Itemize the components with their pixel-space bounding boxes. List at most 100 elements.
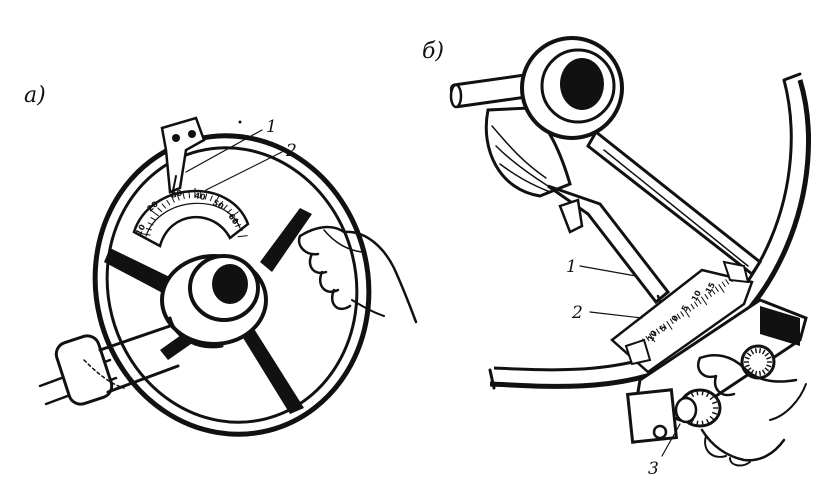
scale-a-tick [232,218,239,223]
scale-b-tick [711,288,716,295]
scale-a-num-30: 30 [170,188,184,200]
knurl-line [754,370,758,376]
scale-a-tick [237,235,248,238]
scale-b-tick [666,321,673,330]
scale-a-tick [204,193,208,200]
knurl-line [709,395,715,401]
knurl-line [711,411,718,415]
scale-a-tick [140,233,151,236]
panel-b-callout-3: 3 [648,459,659,479]
knurl-line [764,352,770,357]
scale-b-tick [725,279,730,285]
knurl-line [750,349,755,355]
adjuster-block [625,298,808,444]
scale-b-tick [645,335,650,342]
scale-b-num-2: 5 [680,303,691,313]
knurl-line [764,367,770,372]
scale-a-tick [157,207,163,213]
scale-b-tick [721,281,726,288]
panel-a: а) [24,83,418,437]
knurled-knob-right [744,348,772,376]
scale-a-tick [188,192,191,199]
panel-b-callout-1: 1 [566,257,577,277]
knurl-line [754,348,758,354]
scale-plate-b: 15 10 5 0 5 10 15 [610,260,754,374]
scale-a-num-40: 40 [194,191,207,202]
scale-b-tick [669,318,674,325]
scale-a-tick [209,195,213,202]
scale-b-tick [718,284,725,293]
scale-b-tick [680,311,685,317]
scale-a-tick [169,193,175,203]
scale-a-tick [219,200,224,207]
scale-a-tick [182,193,185,200]
knurl-line [696,390,699,396]
knurl-line [701,420,704,426]
knurl-line [746,352,752,357]
panel-a-callout-1: 1 [266,117,277,137]
scale-a-tick [161,203,167,209]
knurl-line [705,392,710,398]
scale-b-num-3: 0 [670,313,681,323]
knurl-line [758,348,762,354]
scale-a-tick [150,209,159,217]
knurl-line [701,390,704,396]
scale-b-tick [652,330,657,337]
knurl-line [690,392,695,398]
support-arm [586,129,763,277]
knurl-line [766,364,772,368]
scale-b-tick [683,308,690,318]
scale-a-tick [226,208,233,214]
panel-a-callout-2: 2 [285,141,297,161]
scale-b-tick [697,298,702,305]
panel-a-label: а) [24,83,46,108]
scale-b-tick [673,316,678,322]
scale-a-tick [223,204,228,210]
scale-b-tick [690,303,695,310]
panel-b-callout-2: 2 [571,303,583,323]
scale-b-tick [655,328,660,334]
scale-b-tick [648,333,656,343]
scale-b-tick [704,293,709,300]
scale-b-tick [676,313,681,320]
panel-b: б) [422,36,811,479]
scale-a-tick [176,194,180,201]
scale-a-tick [236,229,243,233]
panel-b-leaders [579,265,681,457]
knurl-line [744,364,750,368]
knurl-line [758,370,762,376]
scale-a-tick [150,216,156,221]
panel-b-label: б) [422,39,444,64]
scale-a-tick [199,192,202,199]
scale-b-tick [707,291,712,297]
scale-b-tick [714,286,719,293]
scale-b-num-4: 5 [658,323,669,333]
scale-a-tick [145,227,152,231]
knurl-line [705,418,710,424]
hand-b [697,354,807,467]
pointer-arm [547,184,671,314]
hand-a [297,225,418,324]
knurl-line [761,349,766,355]
scale-a-tick [235,224,242,228]
shaft [449,73,531,109]
scale-b-tick [700,296,708,306]
scale-b-tick [662,323,667,330]
degree-scale-plate: 10 20 30 40 50 60 [132,188,250,248]
panel-a-leaders [185,129,283,191]
scale-b-tick [693,301,699,307]
scale-a-tick [166,199,171,206]
degree-scale-ticks [140,188,248,238]
knurl-line [766,356,772,360]
clamp-body [484,36,624,198]
knurl-line [711,401,718,405]
knurl-line [744,356,750,360]
pointer-clamp [160,116,206,197]
knurl-line [696,420,699,426]
scale-a-tick [147,222,154,226]
knurl-line [761,369,766,375]
scale-b-tick [659,325,664,332]
scale-a-tick [230,211,239,218]
knurl-line [709,415,715,421]
